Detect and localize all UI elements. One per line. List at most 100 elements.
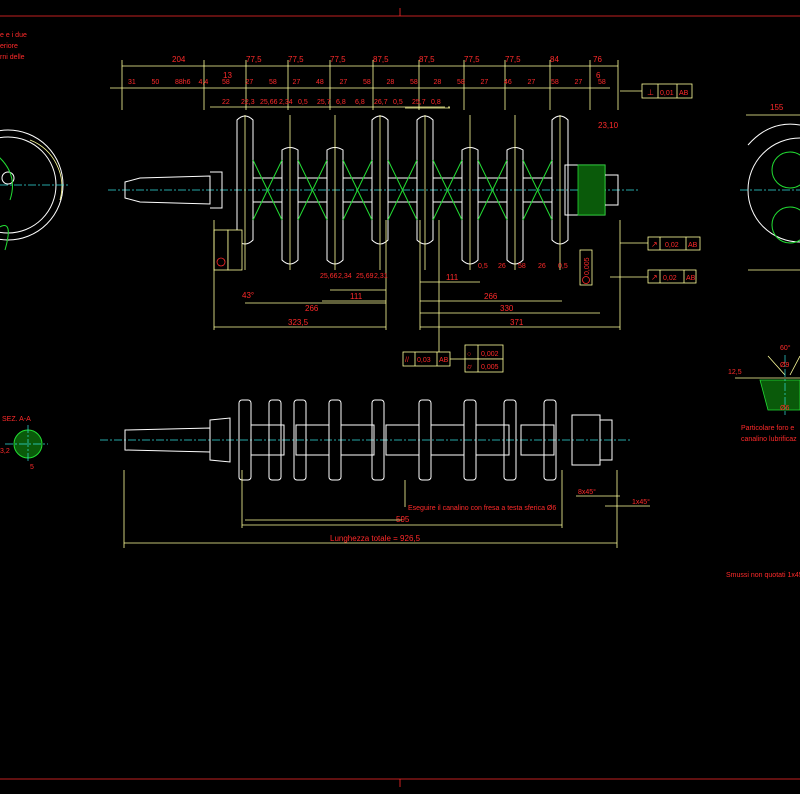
svg-text:0,03: 0,03 — [417, 357, 431, 364]
svg-text:0,01: 0,01 — [660, 90, 674, 97]
dim-label: 26 — [498, 263, 506, 270]
dim-label: 27 — [528, 79, 536, 86]
dim-label: 58 — [551, 79, 559, 86]
dim-111-right: 111 — [446, 273, 459, 282]
dim-43deg: 43° — [242, 291, 254, 300]
dim-77-5: 77,5 — [246, 55, 262, 64]
fcf-roundness-cylindricity: ○ 0,002 ⌭ 0,005 — [464, 344, 504, 373]
drawing-frame — [0, 8, 800, 787]
dim-label: 28 — [434, 79, 442, 86]
fcf-parallelism: // 0,03 AB — [402, 351, 465, 367]
dim-label: 58 — [363, 79, 371, 86]
dim-label: 48 — [316, 79, 324, 86]
svg-text://: // — [405, 357, 409, 364]
dim-label: 50 — [152, 79, 160, 86]
unlabeled-chamfers-note: Smussi non quotati 1x45° — [726, 571, 800, 579]
dim-label: 0,5 — [478, 263, 488, 270]
section-a-a: SEZ. A-A 5 3,2 — [0, 416, 48, 471]
svg-text:0,005: 0,005 — [481, 364, 499, 371]
dim-204: 204 — [172, 55, 186, 64]
dim-13: 13 — [223, 71, 232, 80]
dim-77-5: 77,5 — [505, 55, 521, 64]
svg-text:0,005: 0,005 — [584, 257, 591, 275]
dim-label: 25,7 — [317, 99, 331, 106]
dim-label: 6,8 — [355, 99, 365, 106]
dim-label: 27 — [481, 79, 489, 86]
note-line-3: rni delle — [0, 54, 25, 61]
svg-text:60°: 60° — [780, 344, 791, 352]
top-view-dimensions — [110, 60, 619, 110]
dim-323-5: 323,5 — [288, 318, 309, 327]
svg-text:AB: AB — [679, 90, 689, 97]
dim-label: 28 — [387, 79, 395, 86]
top-view-bottom-dimensions — [213, 220, 621, 360]
chamfer-1x45: 1x45° — [632, 498, 650, 506]
dim-155: 155 — [770, 103, 784, 112]
chamfer-8x45: 8x45° — [578, 488, 596, 496]
dim-label: 22 — [222, 99, 230, 106]
dim-371: 371 — [510, 318, 524, 327]
dim-label: 0,5 — [393, 99, 403, 106]
svg-text:⌭: ⌭ — [467, 364, 472, 371]
svg-text:3,2: 3,2 — [0, 448, 10, 455]
dim-label: 2,34 — [338, 273, 352, 280]
svg-text:AB: AB — [439, 357, 449, 364]
svg-text:0,02: 0,02 — [665, 242, 679, 249]
dim-label: 25,66 — [320, 273, 338, 280]
groove-note: Eseguire il canalino con fresa a testa s… — [408, 505, 556, 512]
dim-77-5: 77,5 — [288, 55, 304, 64]
dim-111-left: 111 — [350, 292, 363, 301]
left-end-view — [0, 129, 70, 251]
fcf-runout-right: ↗ 0,02 AB — [620, 236, 701, 251]
oil-hole-detail: 60° Ø9 Ø6 12,5 Particolare foro e canali… — [728, 344, 800, 443]
dim-330: 330 — [500, 304, 514, 313]
right-end-view: 155 — [740, 103, 800, 271]
detail-note-1: Particolare foro e — [741, 425, 794, 432]
dim-label: 25,69 — [356, 273, 374, 280]
dim-label: 2,31 — [374, 273, 388, 280]
top-chain-labels: 204 77,5 77,5 77,5 87,5 87,5 77,5 77,5 8… — [172, 55, 602, 64]
dim-label: 22,3 — [241, 99, 255, 106]
note-line-1: e e i due — [0, 32, 27, 39]
dim-266-left: 266 — [305, 304, 319, 313]
dim-label: 58 — [457, 79, 465, 86]
note-line-2: eriore — [0, 43, 18, 50]
svg-text:⊥: ⊥ — [647, 88, 654, 97]
side-view-dimensions — [123, 470, 650, 548]
svg-text:12,5: 12,5 — [728, 369, 742, 376]
svg-text:Ø9: Ø9 — [780, 362, 789, 369]
dim-label: 27 — [293, 79, 301, 86]
crankshaft-side-view — [100, 399, 632, 481]
dim-label: 26,7 — [374, 99, 388, 106]
dim-label: 25,66 — [260, 99, 278, 106]
fcf-mid-vertical: 0,005 — [579, 249, 593, 286]
dim-23-10: 23,10 — [598, 121, 619, 130]
svg-text:Ø6: Ø6 — [780, 405, 789, 412]
dim-label: 0,8 — [431, 99, 441, 106]
dim-label: 6,8 — [336, 99, 346, 106]
dim-label: 58 — [598, 79, 606, 86]
dim-label: 58 — [269, 79, 277, 86]
dim-87-5: 87,5 — [373, 55, 389, 64]
dim-label: 27 — [340, 79, 348, 86]
svg-text:○: ○ — [467, 351, 471, 358]
dim-label: 27 — [575, 79, 583, 86]
crankshaft-front-view — [108, 115, 640, 270]
svg-text:0,002: 0,002 — [481, 351, 499, 358]
dim-label: 26 — [538, 263, 546, 270]
dim-label: 58 — [410, 79, 418, 86]
svg-text:↗: ↗ — [651, 273, 658, 282]
dim-label: 46 — [504, 79, 512, 86]
dim-label: 4,4 — [199, 79, 209, 86]
dim-label: 27 — [246, 79, 254, 86]
dim-266-right: 266 — [484, 292, 498, 301]
dim-595: 595 — [396, 515, 410, 524]
dim-6: 6 — [596, 71, 601, 80]
svg-text:0,02: 0,02 — [663, 275, 677, 282]
dim-label: 58 — [518, 263, 526, 270]
dim-label: 25,7 — [412, 99, 426, 106]
fcf-perpendicularity: ⊥ 0,01 AB — [620, 83, 693, 99]
